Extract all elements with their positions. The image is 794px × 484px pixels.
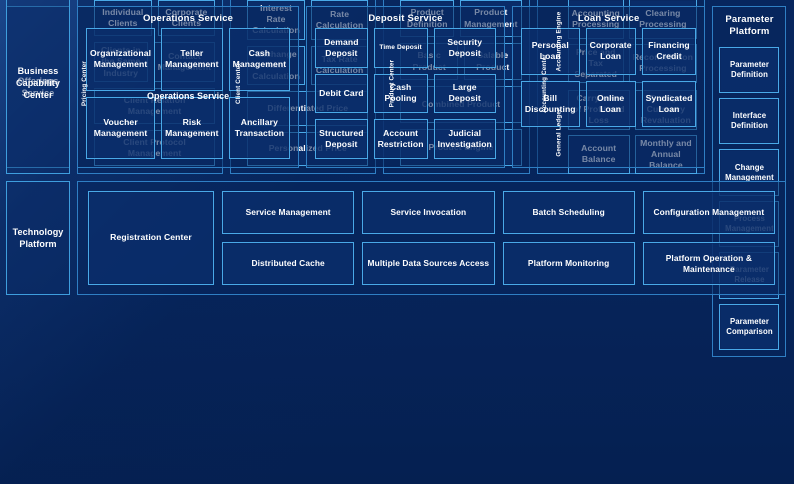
capability-corporate-loan[interactable]: Corporate Loan (585, 28, 636, 75)
capability-structured-deposit[interactable]: Structured Deposit (315, 119, 368, 159)
capability-ancillary-transaction[interactable]: Ancillary Transaction (228, 96, 291, 159)
capability-large-deposit[interactable]: Large Deposit (433, 73, 496, 114)
capability-interface-definition[interactable]: Interface Definition (719, 98, 780, 145)
panel-loan-service: Loan Service Personal Loan Corporate Loa… (511, 6, 706, 168)
capability-syndicated-loan[interactable]: Syndicated Loan (641, 80, 697, 127)
panel-title-parameter-platform: Parameter Platform (719, 12, 779, 42)
group-label-client-center-text: Client Center (234, 62, 242, 104)
capability-voucher-management[interactable]: Voucher Management (86, 96, 156, 159)
sidebar-label-technology-platform: Technology Platform (6, 181, 70, 295)
group-label-pricing-center-text: Pricing Center (81, 60, 89, 106)
subgroup-label-general-ledger-text: General Ledger (555, 107, 563, 157)
technology-platform-grid: Service Management Service Invocation Ba… (222, 191, 775, 285)
parameter-platform-title-line1: Parameter (725, 14, 774, 25)
capability-risk-management[interactable]: Risk Management (161, 96, 223, 159)
group-label-accounting-center-text: Accounting Center (541, 53, 549, 113)
capability-parameter-comparison[interactable]: Parameter Comparison (719, 303, 780, 351)
capability-cash-pooling[interactable]: Cash Pooling (373, 73, 428, 114)
capability-demand-deposit[interactable]: Demand Deposit (315, 28, 368, 68)
loan-service-grid: Personal Loan Corporate Loan Financing C… (513, 28, 705, 167)
capability-multiple-data-sources-access[interactable]: Multiple Data Sources Access (362, 242, 495, 285)
capability-platform-operation-maintenance[interactable]: Platform Operation & Maintenance (642, 242, 775, 285)
capability-distributed-cache[interactable]: Distributed Cache (222, 242, 355, 285)
panel-title-operations-service: Operations Service (142, 13, 234, 24)
capability-registration-center[interactable]: Registration Center (88, 191, 214, 285)
panel-technology-platform: Registration Center Service Management S… (77, 181, 786, 295)
panel-deposit-service: Deposit Service Demand Deposit Time Depo… (306, 6, 505, 168)
capability-parameter-definition[interactable]: Parameter Definition (719, 46, 780, 94)
capability-security-deposit[interactable]: Security Deposit (433, 28, 496, 68)
capability-account-restriction[interactable]: Account Restriction (373, 119, 428, 159)
capability-batch-scheduling[interactable]: Batch Scheduling (502, 191, 635, 234)
subgroup-label-accounting-engine-text: Accounting Engine (555, 11, 563, 71)
capability-judicial-investigation[interactable]: Judicial Investigation (433, 119, 496, 159)
capability-bill-discounting[interactable]: Bill Discounting (520, 80, 580, 127)
capability-teller-management[interactable]: Teller Management (161, 28, 223, 91)
capability-service-management[interactable]: Service Management (222, 191, 355, 234)
capability-financing-credit[interactable]: Financing Credit (641, 28, 697, 75)
panel-title-loan-service: Loan Service (577, 13, 640, 24)
parameter-platform-title-line2: Platform (729, 26, 770, 38)
capability-configuration-management[interactable]: Configuration Management (642, 191, 775, 234)
capability-online-loan[interactable]: Online Loan (585, 80, 636, 127)
deposit-service-grid: Demand Deposit Time Deposit Security Dep… (307, 28, 504, 167)
capability-platform-monitoring[interactable]: Platform Monitoring (502, 242, 635, 285)
panel-title-deposit-service: Deposit Service (368, 13, 443, 24)
panel-operations-service: Operations Service Organizational Manage… (77, 6, 300, 168)
capability-debit-card[interactable]: Debit Card (315, 73, 368, 114)
capability-service-invocation[interactable]: Service Invocation (362, 191, 495, 234)
group-label-product-center-text: Product Center (387, 59, 395, 107)
capability-personal-loan[interactable]: Personal Loan (520, 28, 580, 75)
sidebar-label-business-capability-center: Business Capability Center (6, 0, 70, 174)
technology-platform-row: Technology Platform Registration Center … (6, 181, 786, 295)
capability-time-deposit[interactable]: Time Deposit (373, 28, 428, 68)
offerings-service-row: Offerings Service Operations Service Org… (6, 6, 787, 357)
operations-service-grid: Organizational Management Teller Managem… (78, 28, 298, 167)
sidebar-label-offerings-service: Offerings Service (6, 6, 70, 168)
capability-cash-management[interactable]: Cash Management (228, 28, 291, 91)
capability-organizational-management[interactable]: Organizational Management (86, 28, 156, 91)
